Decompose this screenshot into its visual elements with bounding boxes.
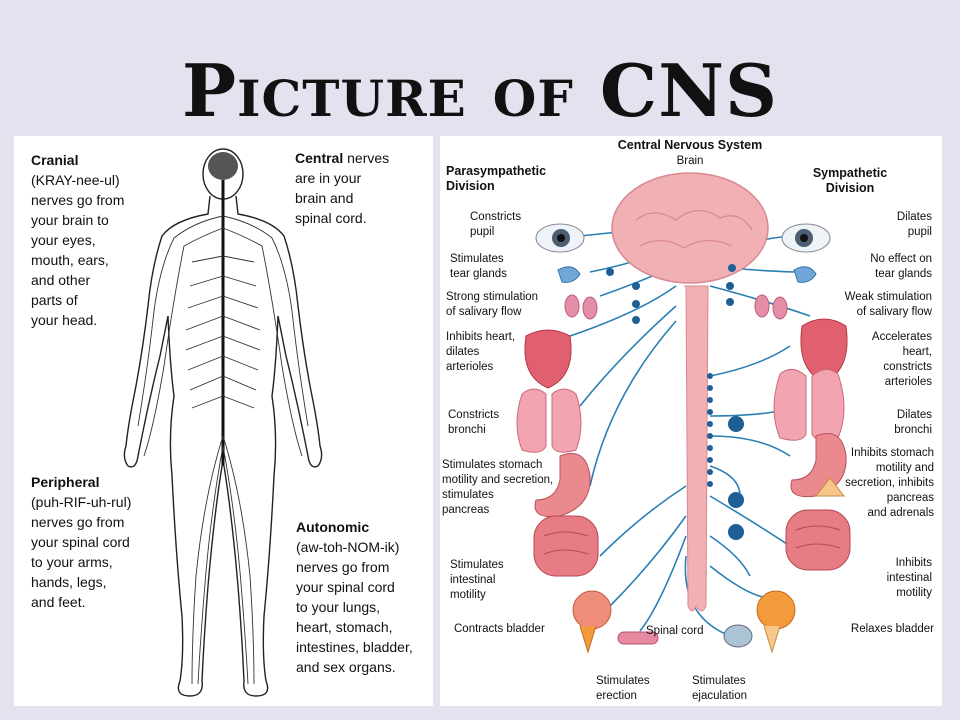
symp-label-salivary: Weak stimulation of salivary flow	[844, 291, 932, 318]
lung-shapes	[516, 369, 845, 453]
page-title: Picture of CNS	[181, 48, 779, 133]
brain-label: Brain	[676, 155, 704, 167]
peripheral-description: (puh-RIF-uh-rul) nerves go from your spi…	[31, 494, 132, 610]
central-term: Central	[295, 150, 344, 166]
body-outline-drawing	[123, 148, 323, 697]
symp-label-tear: No effect on tear glands	[870, 253, 932, 280]
spinal-cord-shape	[684, 285, 709, 612]
para-label-stomach: Stimulates stomach motility and secretio…	[442, 459, 554, 516]
ganglia-nodes	[606, 264, 744, 540]
para-label-bronchi: Constricts bronchi	[448, 409, 500, 436]
intestine-shapes	[533, 509, 851, 577]
para-label-bladder: Contracts bladder	[454, 623, 545, 635]
para-label-tear: Stimulates tear glands	[450, 253, 507, 280]
para-label-intestine: Stimulates intestinal motility	[450, 559, 504, 601]
central-description: nerves are in your brain and spinal cord…	[295, 150, 390, 226]
ejaculation-label: Stimulates ejaculation	[692, 675, 747, 702]
eye-right-shape	[781, 223, 831, 253]
cranial-term: Cranial	[31, 152, 79, 168]
heart-shapes	[524, 318, 848, 389]
central-label: Central nerves are in your brain and spi…	[295, 148, 389, 228]
symp-label-stomach: Inhibits stomach motility and secretion,…	[845, 447, 934, 519]
para-label-salivary: Strong stimulation of salivary flow	[446, 291, 539, 318]
spinal-cord-label: Spinal cord	[646, 625, 704, 637]
eye-left-shape	[535, 223, 585, 253]
nerve-lines	[569, 225, 811, 637]
body-nervous-system-figure: Cranial (KRAY-nee-ul) nerves go from you…	[14, 136, 433, 706]
cranial-label: Cranial (KRAY-nee-ul) nerves go from you…	[31, 150, 124, 330]
para-label-heart: Inhibits heart, dilates arterioles	[446, 331, 516, 373]
cns-diagram-title: Central Nervous System	[617, 138, 763, 152]
peripheral-term: Peripheral	[31, 474, 100, 490]
para-label-pupil: Constricts pupil	[470, 211, 522, 238]
symp-label-pupil: Dilates pupil	[896, 211, 932, 238]
peripheral-label: Peripheral (puh-RIF-uh-rul) nerves go fr…	[31, 472, 131, 612]
erection-label: Stimulates erection	[596, 675, 650, 702]
autonomic-description: (aw-toh-NOM-ik) nerves go from your spin…	[296, 539, 413, 675]
bladder-shapes	[572, 590, 796, 630]
symp-label-bronchi: Dilates bronchi	[894, 409, 932, 436]
symp-label-intestine: Inhibits intestinal motility	[886, 557, 932, 599]
cranial-description: (KRAY-nee-ul) nerves go from your brain …	[31, 172, 125, 328]
symp-label-heart: Accelerates heart, constricts arterioles	[871, 331, 932, 388]
parasympathetic-heading: Parasympathetic Division	[446, 164, 547, 193]
brain-shape	[611, 172, 769, 284]
sympathetic-heading: Sympathetic Division	[812, 166, 888, 195]
organ-nerve-drawing	[516, 172, 851, 654]
symp-label-bladder: Relaxes bladder	[850, 623, 934, 635]
autonomic-term: Autonomic	[296, 519, 370, 535]
autonomic-label: Autonomic (aw-toh-NOM-ik) nerves go from…	[296, 517, 413, 677]
autonomic-system-figure: Central Nervous System Brain Parasympath…	[440, 136, 942, 706]
